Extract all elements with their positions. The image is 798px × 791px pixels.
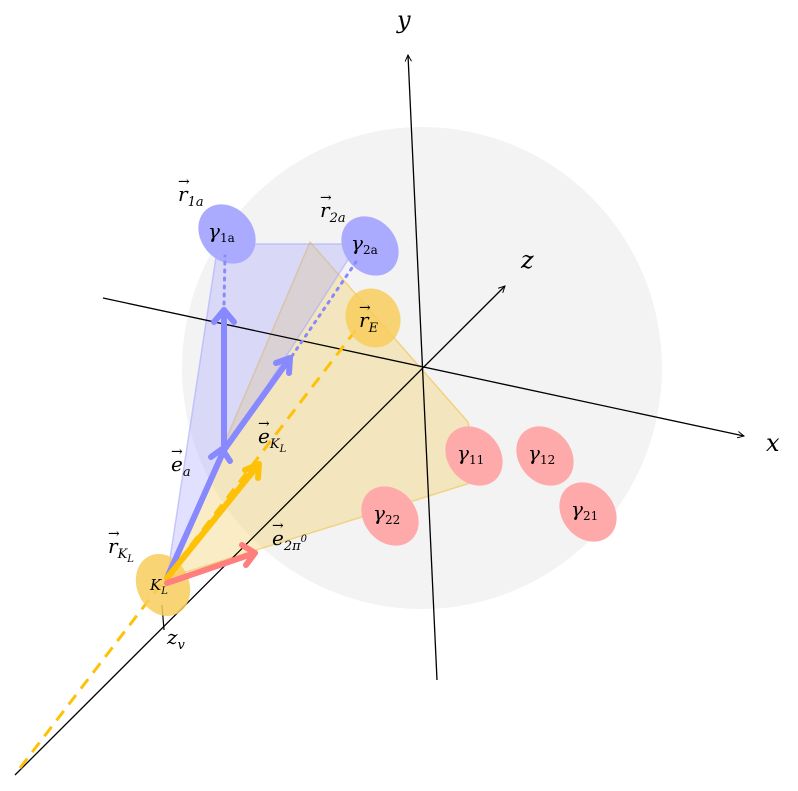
- ekl-label: eKL →: [258, 416, 287, 455]
- y-axis-label: y: [396, 6, 411, 34]
- svg-text:r2a: r2a: [320, 198, 346, 226]
- dotted-to-gamma-2a: [290, 260, 358, 358]
- svg-text:→: →: [272, 518, 284, 534]
- svg-text:→: →: [171, 444, 183, 460]
- gamma-22-label: γ22: [373, 501, 400, 527]
- r2a-label: r2a →: [320, 190, 346, 226]
- svg-text:→: →: [359, 300, 371, 316]
- r1a-label: r1a →: [178, 174, 204, 210]
- svg-text:→: →: [108, 526, 120, 542]
- z-axis-label: z: [520, 246, 534, 274]
- z-axis: [14, 286, 505, 776]
- kl-label: KL: [149, 576, 168, 597]
- gamma-2a-label: γ2a: [351, 231, 378, 257]
- svg-text:→: →: [178, 174, 190, 190]
- svg-text:r1a: r1a: [178, 182, 204, 210]
- svg-text:rKL: rKL: [108, 534, 134, 565]
- gamma-21-blob: [559, 482, 617, 542]
- svg-text:→: →: [320, 190, 332, 206]
- e2pi0-label: e2π0 →: [272, 518, 308, 554]
- vector-blue-up: [211, 307, 237, 453]
- rkl-label: rKL →: [108, 526, 134, 565]
- gamma-11-blob: [445, 426, 503, 486]
- dotted-to-gamma-1a: [222, 254, 227, 306]
- gamma-11-label: γ11: [457, 441, 484, 467]
- gamma-12-blob: [516, 426, 574, 486]
- gamma-21-label: γ21: [571, 497, 598, 523]
- gamma-1a-label: γ1a: [208, 219, 235, 245]
- vector-ekl: [164, 461, 262, 581]
- gamma-1a-blob: [198, 204, 256, 264]
- vertex-label: zv: [166, 625, 186, 653]
- vector-blue-diag: [221, 355, 293, 453]
- svg-text:ea: ea: [171, 452, 191, 480]
- re-blob: [345, 288, 401, 348]
- x-axis-label: x: [766, 429, 780, 457]
- ea-label: ea →: [171, 444, 191, 480]
- svg-text:e2π0: e2π0: [272, 526, 308, 554]
- gamma-22-blob: [361, 486, 419, 546]
- vector-e2pi0: [164, 542, 258, 586]
- gamma-12-label: γ12: [528, 441, 555, 467]
- svg-text:→: →: [258, 416, 270, 432]
- re-label: rE →: [359, 300, 379, 336]
- svg-text:eKL: eKL: [258, 424, 287, 455]
- svg-text:rE: rE: [359, 308, 379, 336]
